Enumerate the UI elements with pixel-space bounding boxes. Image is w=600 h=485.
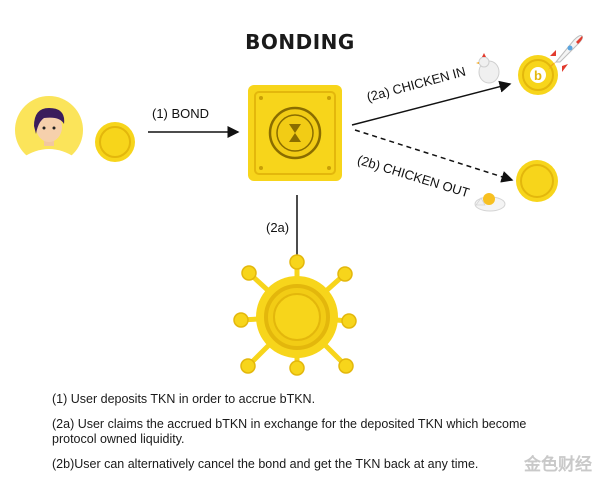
diagram-title: BONDING [245, 30, 355, 54]
note-chicken-in: (2a) User claims the accrued bTKN in exc… [52, 417, 527, 446]
btkn-coin [518, 55, 558, 95]
note-bond: (1) User deposits TKN in order to accrue… [52, 392, 316, 406]
tkn-coin [95, 122, 135, 162]
pool-arrow-label: (2a) [266, 220, 290, 235]
chicken-icon [476, 53, 500, 84]
bond-vault [248, 85, 342, 181]
watermark: 金色财经 [524, 455, 592, 474]
hourglass-icon [289, 124, 301, 142]
liquidity-pool [233, 254, 357, 376]
egg-icon [474, 193, 506, 212]
bond-label: (1) BOND [152, 106, 210, 121]
chicken-out-arrow [354, 129, 514, 183]
user-avatar [15, 96, 83, 164]
btkn-letter: b [534, 68, 542, 83]
note-chicken-out: (2b)User can alternatively cancel the bo… [52, 457, 479, 471]
notes: (1) User deposits TKN in order to accrue… [52, 392, 572, 482]
chicken-in-arrow [351, 80, 512, 126]
rocket-icon [548, 35, 583, 72]
tkn-return-coin [516, 160, 558, 202]
